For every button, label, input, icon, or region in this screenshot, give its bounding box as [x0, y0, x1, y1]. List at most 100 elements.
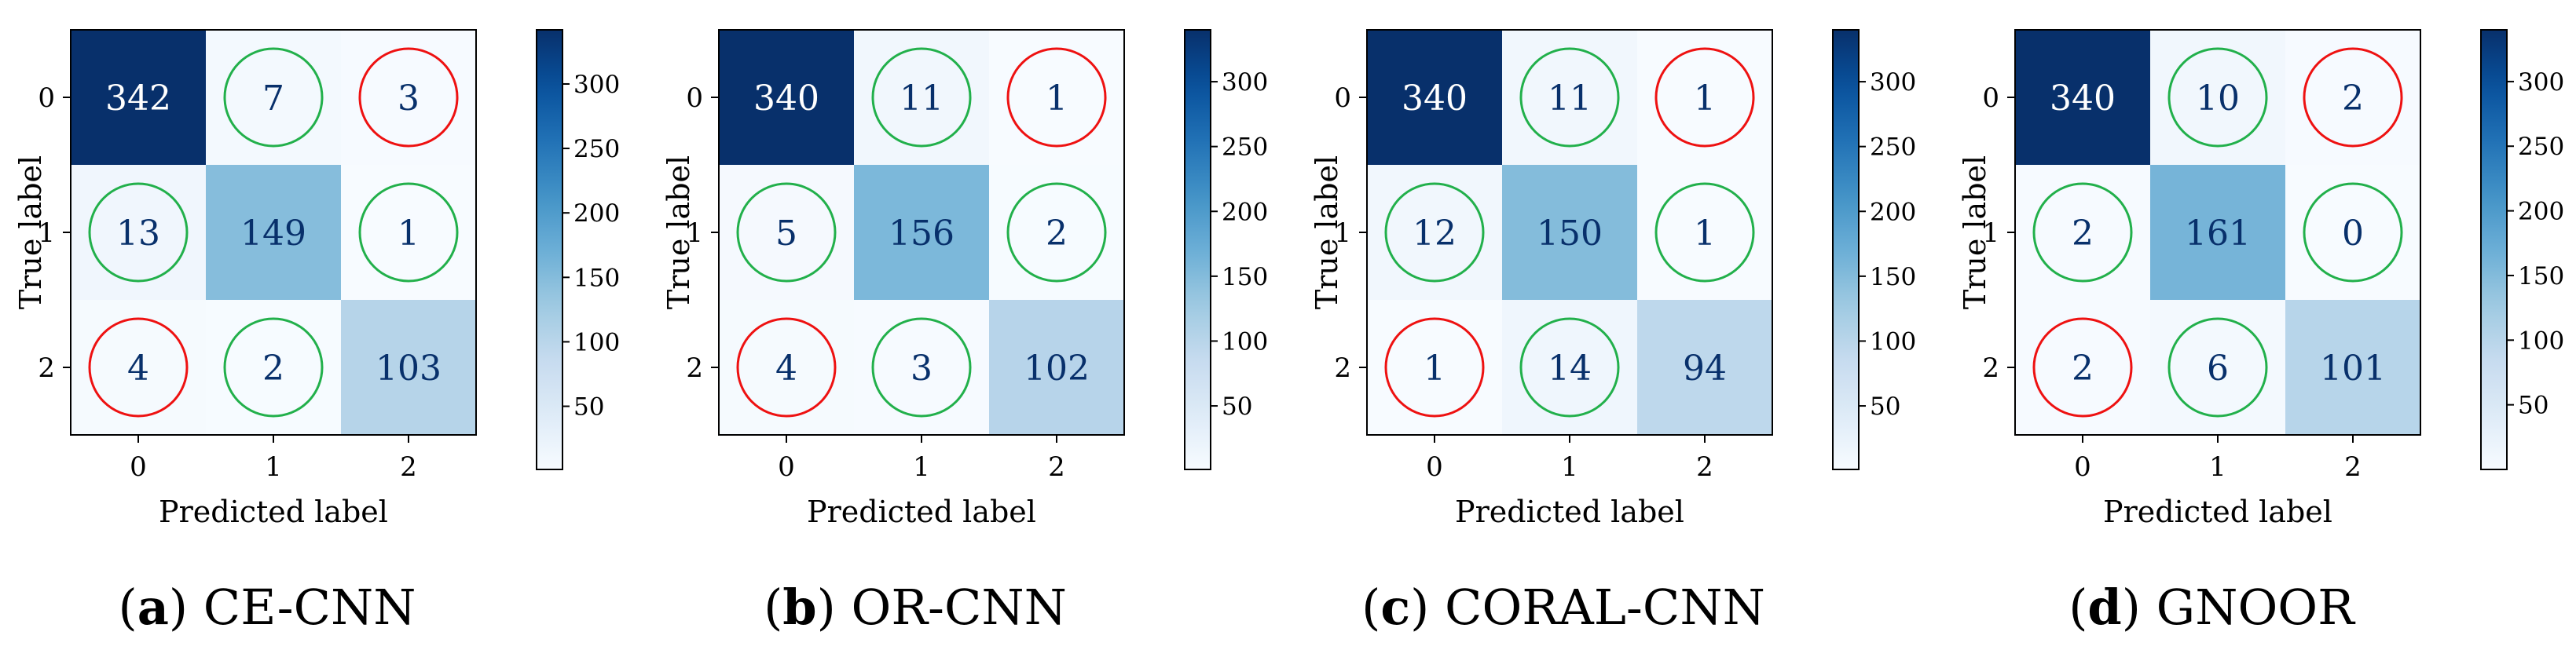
- y-tick-label: 1: [1982, 217, 1999, 249]
- y-tick-label: 1: [38, 217, 55, 249]
- matrix-cell: [2150, 300, 2285, 435]
- colorbar: [2480, 29, 2508, 470]
- matrix-cell: [854, 165, 989, 300]
- matrix-cell: [71, 165, 206, 300]
- cell-value-label: 2: [262, 349, 284, 389]
- cell-value-label: 12: [1413, 214, 1457, 254]
- matrix-cell: [2285, 165, 2420, 300]
- green-circle-marker: [358, 182, 459, 283]
- subfigure-caption: (b) OR-CNN: [764, 579, 1067, 636]
- x-tick-label: 0: [778, 451, 795, 483]
- cell-value-label: 156: [889, 214, 955, 254]
- matrix-cell: [341, 300, 476, 435]
- cell-value-label: 149: [240, 214, 306, 254]
- green-circle-marker: [736, 182, 837, 283]
- green-circle-marker: [2303, 182, 2403, 283]
- red-circle-marker: [736, 317, 837, 418]
- matrix-cell: [854, 30, 989, 165]
- red-circle-marker: [2032, 317, 2133, 418]
- green-circle-marker: [1654, 182, 1755, 283]
- green-circle-marker: [2032, 182, 2133, 283]
- green-circle-marker: [2167, 47, 2268, 148]
- cell-value-label: 340: [2050, 79, 2116, 119]
- matrix-cell: [2285, 30, 2420, 165]
- cell-value-label: 14: [1548, 349, 1592, 389]
- y-tick-label: 1: [686, 217, 703, 249]
- y-axis-label: True label: [1958, 155, 1992, 309]
- y-tick-label: 0: [1334, 82, 1351, 114]
- red-circle-marker: [1654, 47, 1755, 148]
- colorbar-tick-label: 150: [573, 264, 620, 292]
- cell-value-label: 13: [116, 214, 160, 254]
- colorbar-tick-label: 100: [2518, 327, 2564, 355]
- cell-value-label: 0: [2342, 214, 2364, 254]
- green-circle-marker: [223, 47, 324, 148]
- matrix-cell: [2285, 300, 2420, 435]
- colorbar-tick-label: 50: [1870, 393, 1900, 421]
- cell-value-label: 1: [1046, 79, 1068, 119]
- matrix-cell: [2150, 165, 2285, 300]
- colorbar-tick-label: 200: [573, 199, 620, 228]
- matrix-cell: [719, 30, 854, 165]
- cell-value-label: 1: [1424, 349, 1446, 389]
- cell-value-label: 102: [1024, 349, 1090, 389]
- cell-value-label: 161: [2185, 214, 2251, 254]
- matrix-cell: [1637, 165, 1772, 300]
- red-circle-marker: [88, 317, 189, 418]
- colorbar-tick-label: 200: [1222, 198, 1268, 226]
- matrix-cell: [854, 300, 989, 435]
- y-tick-label: 0: [38, 82, 55, 114]
- matrix-cell: [719, 165, 854, 300]
- colorbar-tick-label: 300: [573, 71, 620, 99]
- cell-value-label: 4: [775, 349, 797, 389]
- x-axis-label: Predicted label: [2103, 495, 2332, 529]
- y-axis-label: True label: [661, 155, 696, 309]
- green-circle-marker: [1519, 47, 1620, 148]
- matrix-cell: [206, 165, 341, 300]
- red-circle-marker: [1006, 47, 1107, 148]
- x-tick-label: 1: [1561, 451, 1578, 483]
- colorbar-tick-label: 300: [1222, 68, 1268, 97]
- y-axis-label: True label: [13, 155, 48, 309]
- matrix-cell: [1637, 30, 1772, 165]
- matrix-cell: [206, 30, 341, 165]
- colorbar-tick-label: 50: [573, 393, 604, 422]
- matrix-cell: [1367, 30, 1502, 165]
- x-tick-label: 1: [913, 451, 930, 483]
- matrix-cell: [1502, 165, 1637, 300]
- x-tick-label: 2: [2344, 451, 2362, 483]
- matrix-cell: [989, 165, 1124, 300]
- colorbar-tick-label: 250: [1870, 133, 1916, 162]
- colorbar-tick-label: 100: [1870, 327, 1916, 356]
- colorbar-tick-label: 300: [2518, 68, 2564, 97]
- x-tick-label: 0: [130, 451, 147, 483]
- y-tick-label: 2: [38, 352, 55, 384]
- colorbar: [1184, 29, 1211, 470]
- matrix-cell: [2015, 165, 2150, 300]
- green-circle-marker: [88, 182, 189, 283]
- x-tick-label: 1: [265, 451, 282, 483]
- red-circle-marker: [1384, 317, 1485, 418]
- colorbar-tick-label: 250: [1222, 133, 1268, 162]
- green-circle-marker: [223, 317, 324, 418]
- x-tick-label: 1: [2209, 451, 2226, 483]
- matrix-cell: [1367, 300, 1502, 435]
- colorbar-tick-label: 250: [2518, 133, 2564, 161]
- colorbar-tick-label: 300: [1870, 68, 1916, 97]
- y-axis-label: True label: [1310, 155, 1344, 309]
- subfigure-caption: (a) CE-CNN: [118, 579, 416, 636]
- colorbar-tick-label: 50: [1222, 393, 1252, 421]
- cell-value-label: 5: [775, 214, 797, 254]
- y-tick-label: 1: [1334, 217, 1351, 249]
- cell-value-label: 2: [2072, 349, 2094, 389]
- matrix-cell: [1502, 30, 1637, 165]
- cell-value-label: 342: [105, 79, 171, 119]
- matrix-cell: [71, 30, 206, 165]
- x-axis-label: Predicted label: [159, 495, 388, 529]
- colorbar: [1832, 29, 1860, 470]
- cell-value-label: 4: [127, 349, 149, 389]
- x-tick-label: 0: [2074, 451, 2091, 483]
